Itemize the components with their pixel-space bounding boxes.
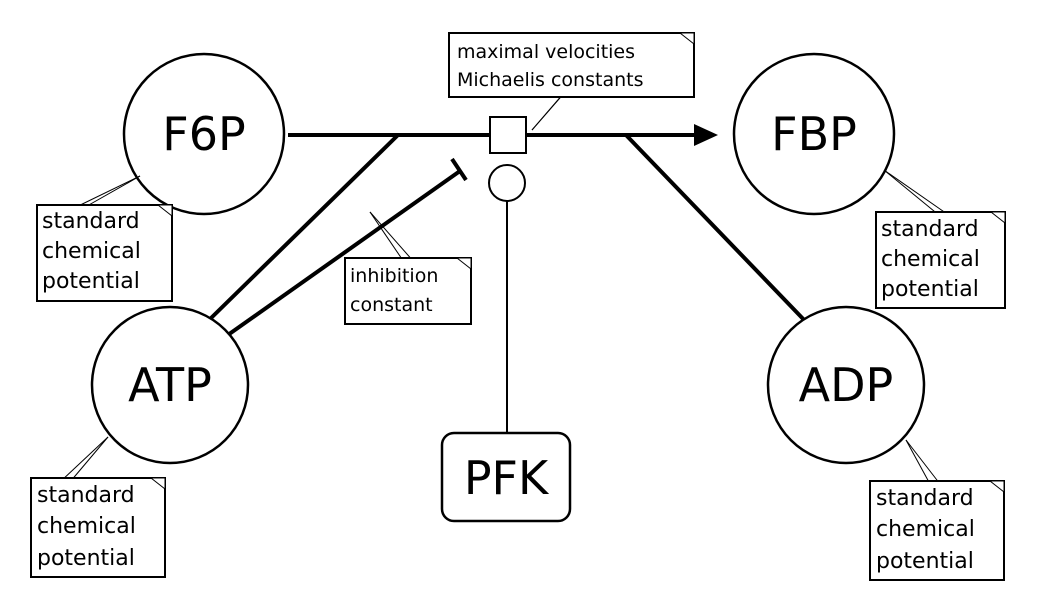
node-atp[interactable]: ATP xyxy=(90,305,250,465)
annotation-inhibition-line1: inhibition xyxy=(350,265,438,287)
node-fbp[interactable]: FBP xyxy=(732,52,896,216)
annotation-atp-line2: chemical xyxy=(37,514,136,539)
annotation-reaction[interactable]: maximal velocities Michaelis constants xyxy=(448,32,695,131)
node-pfk-label: PFK xyxy=(464,451,550,505)
catalysis-marker xyxy=(488,164,526,202)
annotation-reaction-line2: Michaelis constants xyxy=(457,69,643,91)
annotation-atp-line1: standard xyxy=(37,483,135,508)
node-fbp-label: FBP xyxy=(771,107,857,161)
annotation-inhibition[interactable]: inhibition constant xyxy=(344,211,472,325)
annotation-f6p[interactable]: standard chemical potential xyxy=(36,175,173,302)
node-f6p[interactable]: F6P xyxy=(122,52,286,216)
reaction-arrowhead xyxy=(694,124,718,146)
annotation-adp[interactable]: standard chemical potential xyxy=(869,439,1005,581)
annotation-fbp-line3: potential xyxy=(881,277,979,302)
annotation-fbp-line1: standard xyxy=(881,217,979,242)
annotation-adp-line3: potential xyxy=(876,549,974,574)
annotation-adp-line1: standard xyxy=(876,486,974,511)
annotation-inhibition-line2: constant xyxy=(350,294,433,316)
adp-production-arc xyxy=(624,133,810,326)
atp-consumption-arc xyxy=(205,133,400,324)
atp-inhibition-arc xyxy=(223,169,462,339)
process-node[interactable] xyxy=(489,116,527,154)
annotation-fbp-line2: chemical xyxy=(881,247,980,272)
annotation-f6p-line1: standard xyxy=(42,209,140,234)
annotation-adp-line2: chemical xyxy=(876,517,975,542)
annotation-atp-line3: potential xyxy=(37,546,135,571)
annotation-f6p-line2: chemical xyxy=(42,239,141,264)
node-adp-label: ADP xyxy=(799,358,894,412)
inhibition-bar xyxy=(450,157,468,182)
annotation-fbp[interactable]: standard chemical potential xyxy=(875,169,1006,309)
node-atp-label: ATP xyxy=(128,358,212,412)
annotation-atp[interactable]: standard chemical potential xyxy=(30,436,166,578)
annotation-reaction-line1: maximal velocities xyxy=(457,41,635,63)
annotation-f6p-line3: potential xyxy=(42,269,140,294)
node-f6p-label: F6P xyxy=(162,107,245,161)
node-pfk[interactable]: PFK xyxy=(440,431,572,523)
node-adp[interactable]: ADP xyxy=(766,305,926,465)
